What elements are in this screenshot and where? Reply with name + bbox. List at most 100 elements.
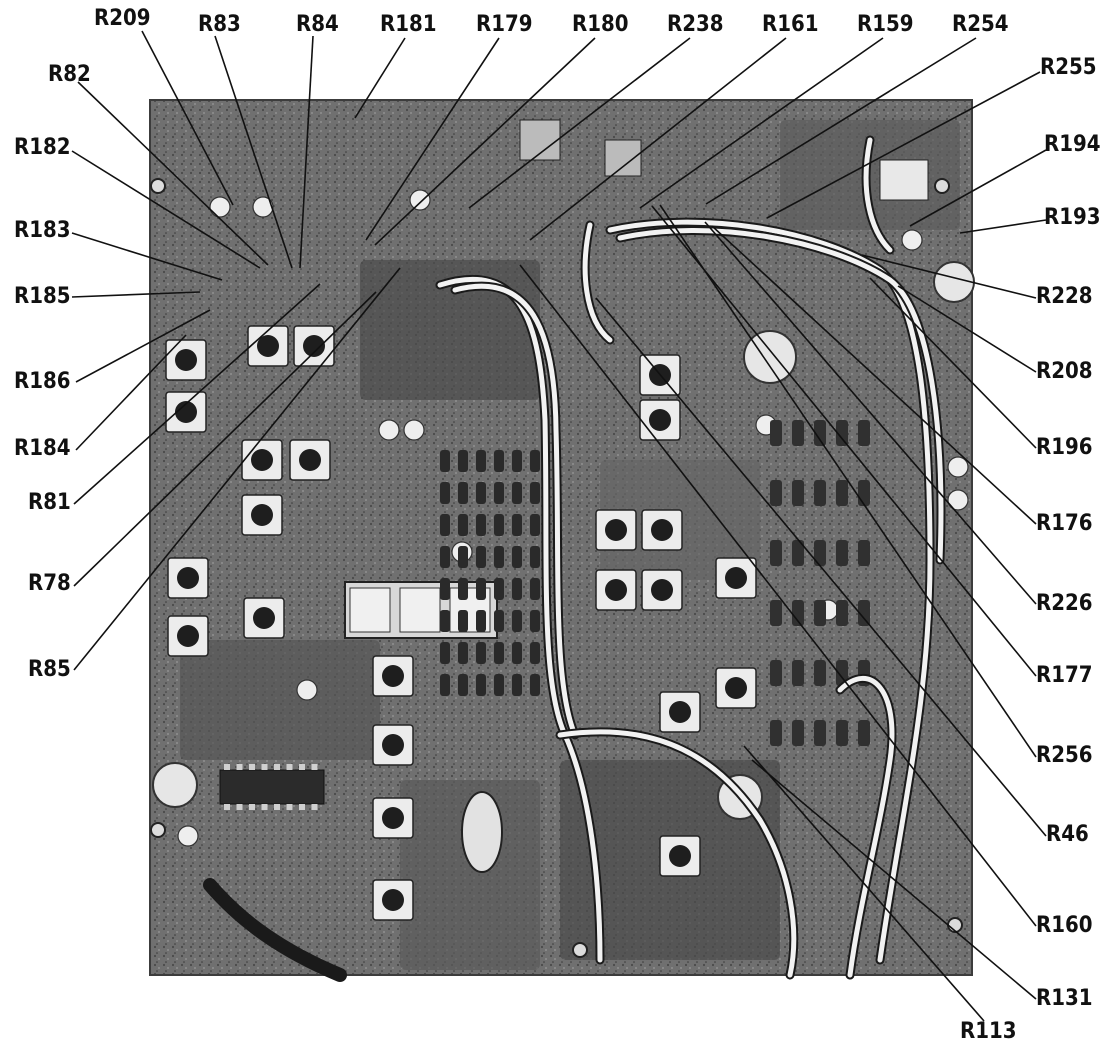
mounting-hole	[150, 178, 166, 194]
resistor	[836, 420, 848, 446]
coil-core	[649, 409, 671, 431]
resistor	[836, 540, 848, 566]
ic-pin	[249, 804, 255, 810]
leader-line	[659, 204, 1037, 758]
leader-line	[73, 291, 377, 587]
coil-core	[651, 579, 673, 601]
resistor	[858, 600, 870, 626]
resistor	[512, 610, 522, 632]
label-r85: R85	[28, 657, 71, 682]
resistor	[792, 600, 804, 626]
resistor	[530, 674, 540, 696]
resistor	[476, 642, 486, 664]
resistor	[494, 482, 504, 504]
coil-core	[382, 807, 404, 829]
leader-line	[751, 759, 1037, 1000]
mounting-hole	[934, 178, 950, 194]
resistor	[494, 450, 504, 472]
resistor	[440, 514, 450, 536]
label-r159: R159	[857, 12, 914, 37]
resistor	[814, 480, 826, 506]
leader-line	[299, 35, 314, 269]
resistor	[458, 482, 468, 504]
leader-line	[959, 219, 1047, 234]
resistor	[530, 578, 540, 600]
small-component	[296, 679, 318, 701]
small-component	[252, 196, 274, 218]
white-wire	[607, 219, 933, 963]
label-r184: R184	[14, 436, 71, 461]
leader-line	[897, 285, 1037, 373]
resistor	[814, 420, 826, 446]
resistor	[458, 450, 468, 472]
resistor	[476, 482, 486, 504]
resistor	[858, 480, 870, 506]
resistor	[512, 546, 522, 568]
resistor	[476, 546, 486, 568]
coil-core	[605, 579, 627, 601]
resistor	[440, 578, 450, 600]
coil-core	[175, 401, 197, 423]
ic-pin	[274, 804, 280, 810]
label-r180: R180	[572, 12, 629, 37]
coil-core	[651, 519, 673, 541]
resistor	[476, 610, 486, 632]
leader-line	[869, 277, 1037, 449]
connector	[879, 159, 929, 201]
label-r256: R256	[1036, 743, 1093, 768]
resistor	[530, 610, 540, 632]
coil-core	[725, 677, 747, 699]
coil-core	[175, 349, 197, 371]
filter-cell	[399, 587, 441, 633]
resistor	[792, 720, 804, 746]
leader-line	[374, 37, 596, 246]
crystal	[461, 791, 503, 873]
label-r228: R228	[1036, 284, 1093, 309]
resistor	[476, 674, 486, 696]
small-component	[403, 419, 425, 441]
leader-line	[71, 150, 261, 269]
resistor	[530, 450, 540, 472]
small-component	[947, 489, 969, 511]
resistor	[512, 450, 522, 472]
leader-line	[77, 81, 269, 266]
label-r81: R81	[28, 490, 71, 515]
filter-cell	[349, 587, 391, 633]
ic-pin	[286, 764, 293, 770]
ic-pin	[236, 764, 243, 770]
label-r185: R185	[14, 284, 71, 309]
ic-pin	[249, 764, 255, 770]
coil-core	[251, 504, 273, 526]
coil-core	[177, 625, 199, 647]
label-r176: R176	[1036, 511, 1093, 536]
resistor	[814, 660, 826, 686]
label-r186: R186	[14, 369, 71, 394]
resistor	[476, 514, 486, 536]
coil-core	[382, 889, 404, 911]
resistor	[836, 480, 848, 506]
ic-pin	[224, 764, 230, 770]
label-r193: R193	[1044, 205, 1101, 230]
leader-line	[73, 267, 401, 671]
small-component	[177, 825, 199, 847]
leader-line	[766, 71, 1041, 219]
coil-core	[725, 567, 747, 589]
coil-core	[382, 734, 404, 756]
ic-chip	[219, 769, 325, 805]
resistor	[494, 610, 504, 632]
resistor	[458, 674, 468, 696]
ic-pin	[261, 764, 268, 770]
leader-line	[705, 37, 977, 205]
resistor	[814, 600, 826, 626]
ic-pin	[299, 804, 305, 810]
small-component	[409, 189, 431, 211]
coil-core	[251, 449, 273, 471]
white-wire	[582, 222, 613, 343]
resistor	[512, 482, 522, 504]
resistor	[814, 720, 826, 746]
electrolytic-capacitor	[743, 330, 797, 384]
leader-line	[639, 37, 884, 209]
resistor	[440, 674, 450, 696]
resistor	[512, 674, 522, 696]
